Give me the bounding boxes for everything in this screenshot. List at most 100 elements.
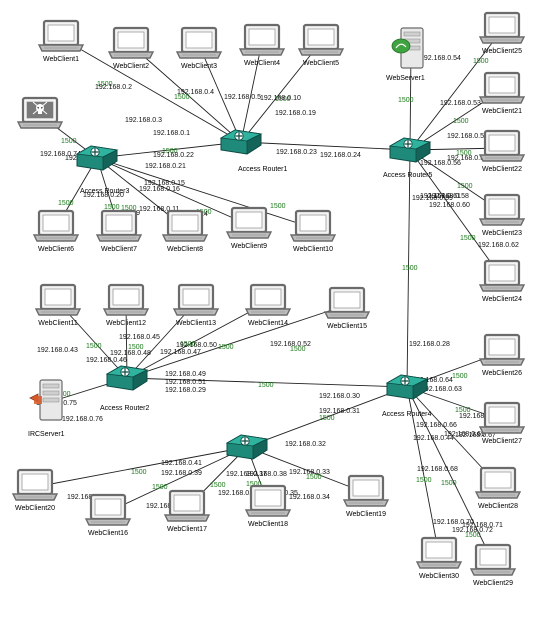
laptop-icon[interactable] bbox=[478, 11, 526, 45]
laptop-icon[interactable] bbox=[297, 23, 345, 57]
ip-label: 192.168.0.53 bbox=[440, 100, 481, 107]
laptop-icon[interactable] bbox=[469, 543, 517, 577]
laptop-icon[interactable] bbox=[225, 206, 273, 240]
laptop-icon[interactable] bbox=[102, 283, 150, 317]
node-name-label: WebClient18 bbox=[248, 521, 288, 528]
laptop-icon[interactable] bbox=[34, 283, 82, 317]
bandwidth-label: 1500 bbox=[174, 94, 190, 101]
laptop-icon[interactable] bbox=[415, 536, 463, 570]
ip-label: 192.168.0.3 bbox=[125, 117, 162, 124]
ip-label: 192.168.0.47 bbox=[160, 349, 201, 356]
ip-label: 192.168.0.68 bbox=[417, 466, 458, 473]
link-router1-router5 bbox=[240, 141, 411, 151]
ip-label: 192.168.0.29 bbox=[165, 387, 206, 394]
laptop-icon[interactable] bbox=[172, 283, 220, 317]
ip-label: 192.168.0.20 bbox=[83, 192, 124, 199]
laptop-icon[interactable] bbox=[84, 493, 132, 527]
laptop-icon[interactable] bbox=[478, 259, 526, 293]
laptop-icon[interactable] bbox=[323, 286, 371, 320]
laptop-icon[interactable] bbox=[478, 71, 526, 105]
router-icon[interactable] bbox=[76, 145, 118, 171]
node-name-label: IRCServer1 bbox=[28, 431, 65, 438]
link-webclient9-router3 bbox=[96, 157, 250, 226]
ip-label: 192.168.0.37 bbox=[226, 471, 267, 478]
server-icon[interactable] bbox=[391, 27, 424, 69]
node-name-label: Access Router3 bbox=[80, 188, 130, 195]
laptop-icon[interactable] bbox=[37, 19, 85, 53]
bandwidth-label: 1500 bbox=[162, 148, 178, 155]
node-name-label: WebClient19 bbox=[346, 511, 386, 518]
ip-label: 192.168.0.52 bbox=[270, 341, 311, 348]
link-webclient19-router_bottom bbox=[246, 446, 367, 494]
ip-label: 192.168.0.38 bbox=[246, 471, 287, 478]
bandwidth-label: 1500 bbox=[121, 205, 137, 212]
server-icon[interactable] bbox=[29, 379, 63, 421]
ip-label: 192.168.0.45 bbox=[119, 334, 160, 341]
link-router3-router1 bbox=[96, 141, 242, 159]
bandwidth-label: 1500 bbox=[290, 346, 306, 353]
laptop-icon[interactable] bbox=[478, 193, 526, 227]
laptop-icon[interactable] bbox=[478, 333, 526, 367]
ip-label: 192.168.0.19 bbox=[275, 110, 316, 117]
laptop-icon[interactable] bbox=[244, 484, 292, 518]
node-name-label: WebClient30 bbox=[419, 573, 459, 580]
bandwidth-label: 1500 bbox=[58, 200, 74, 207]
ip-label: 192.168.0.62 bbox=[478, 242, 519, 249]
bandwidth-labels-layer: 1500 1500 1500 1500 1500 1500 1500 1500 1500 1500… bbox=[55, 58, 489, 539]
ip-label: 192.168.0.43 bbox=[37, 347, 78, 354]
link-webclient5-router1 bbox=[240, 41, 322, 143]
router-icon[interactable] bbox=[106, 365, 148, 391]
link-webclient16-router_bottom bbox=[107, 446, 248, 513]
laptop-icon[interactable] bbox=[244, 283, 292, 317]
ip-label: 192.168.0.15 bbox=[144, 180, 185, 187]
laptop-icon[interactable] bbox=[474, 466, 522, 500]
link-webclient2-router1 bbox=[130, 44, 242, 143]
node-name-label: WebClient14 bbox=[248, 320, 288, 327]
laptop-icon[interactable] bbox=[107, 26, 155, 60]
laptop-icon[interactable] bbox=[238, 23, 286, 57]
ip-label: 192.168.0.10 bbox=[260, 95, 301, 102]
node-name-label: WebClient23 bbox=[482, 230, 522, 237]
bandwidth-label: 1500 bbox=[128, 344, 144, 351]
ip-label: 192.168.0.55 bbox=[447, 133, 488, 140]
node-name-label: WebClient9 bbox=[231, 243, 267, 250]
bandwidth-label: 1500 bbox=[402, 265, 418, 272]
laptop-icon[interactable] bbox=[175, 26, 223, 60]
laptop-icon[interactable] bbox=[32, 209, 80, 243]
laptop-icon[interactable] bbox=[161, 209, 209, 243]
ip-label: 192.168.0.2 bbox=[95, 84, 132, 91]
link-router_bottom-router4 bbox=[246, 386, 408, 448]
node-name-label: WebClient28 bbox=[478, 503, 518, 510]
bandwidth-label: 1500 bbox=[97, 81, 113, 88]
bandwidth-label: 1500 bbox=[452, 373, 468, 380]
laptop-icon[interactable] bbox=[11, 468, 59, 502]
node-name-label: WebClient26 bbox=[482, 370, 522, 377]
laptop-icon[interactable] bbox=[478, 129, 526, 163]
laptop-icon[interactable] bbox=[163, 489, 211, 523]
ip-label: 192.168.0.57 bbox=[447, 155, 488, 162]
router-icon[interactable] bbox=[386, 374, 428, 400]
laptop-icon[interactable] bbox=[342, 474, 390, 508]
ip-labels-layer: 192.168.0.2192.168.0.3192.168.0.4192.168… bbox=[36, 55, 519, 534]
ip-label: 192.168.0.42 bbox=[67, 494, 108, 501]
bandwidth-label: 1500 bbox=[258, 382, 274, 389]
ip-label: 192.168.0.63 bbox=[421, 386, 462, 393]
router-icon[interactable] bbox=[389, 137, 431, 163]
link-webclient24-router5 bbox=[409, 149, 503, 279]
skull-laptop-icon[interactable] bbox=[16, 96, 64, 130]
laptop-icon[interactable] bbox=[289, 209, 337, 243]
node-name-label: WebClient22 bbox=[482, 166, 522, 173]
link-webclient15-router2 bbox=[126, 304, 348, 379]
laptop-icon[interactable] bbox=[95, 209, 143, 243]
ip-label: 192.168.0.72 bbox=[452, 527, 493, 534]
bandwidth-label: 1500 bbox=[306, 474, 322, 481]
node-name-label: WebClient7 bbox=[101, 246, 137, 253]
ip-label: 192.168.0.48 bbox=[110, 350, 151, 357]
bandwidth-label: 1500 bbox=[131, 469, 147, 476]
router-icon[interactable] bbox=[226, 434, 268, 460]
laptop-icon[interactable] bbox=[478, 401, 526, 435]
bandwidth-label: 1500 bbox=[441, 480, 457, 487]
bandwidth-label: 1500 bbox=[319, 415, 335, 422]
bandwidth-label: 1500 bbox=[473, 58, 489, 65]
